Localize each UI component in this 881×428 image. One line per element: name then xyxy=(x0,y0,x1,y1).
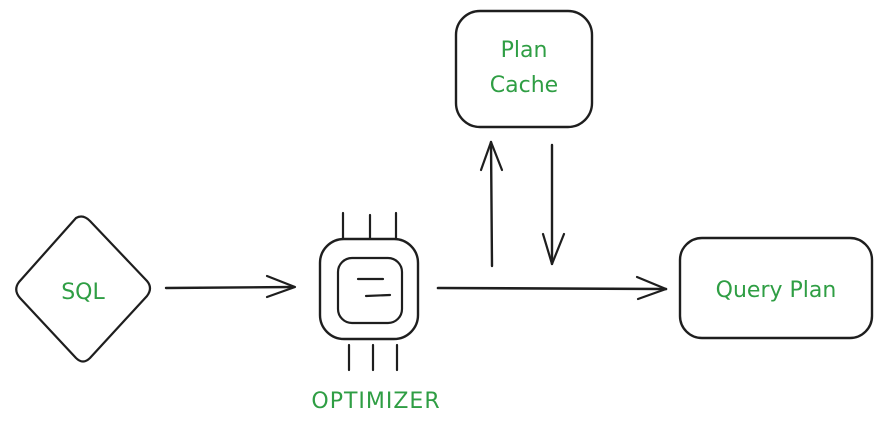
arrow-optimizer-to-plan-cache xyxy=(479,140,504,268)
query-plan-node[interactable]: Query Plan xyxy=(678,236,874,340)
arrow-optimizer-to-query-plan xyxy=(436,275,668,301)
optimizer-node[interactable]: OPTIMIZER xyxy=(311,211,440,414)
chip-icon xyxy=(318,211,420,372)
plan-cache-box xyxy=(454,9,594,129)
query-plan-label: Query Plan xyxy=(716,278,837,303)
arrow-plan-cache-to-optimizer xyxy=(541,143,566,266)
query-plan-box xyxy=(678,236,874,340)
optimizer-label: OPTIMIZER xyxy=(311,389,440,414)
sql-label: SQL xyxy=(61,280,105,305)
plan-cache-label-line-2: Cache xyxy=(490,73,558,98)
plan-cache-node[interactable]: Plan Cache xyxy=(454,9,594,129)
plan-cache-label-line-1: Plan xyxy=(501,38,548,63)
sql-diamond-shape xyxy=(15,215,152,363)
arrow-sql-to-optimizer xyxy=(164,274,297,299)
sql-node[interactable]: SQL xyxy=(15,215,152,363)
